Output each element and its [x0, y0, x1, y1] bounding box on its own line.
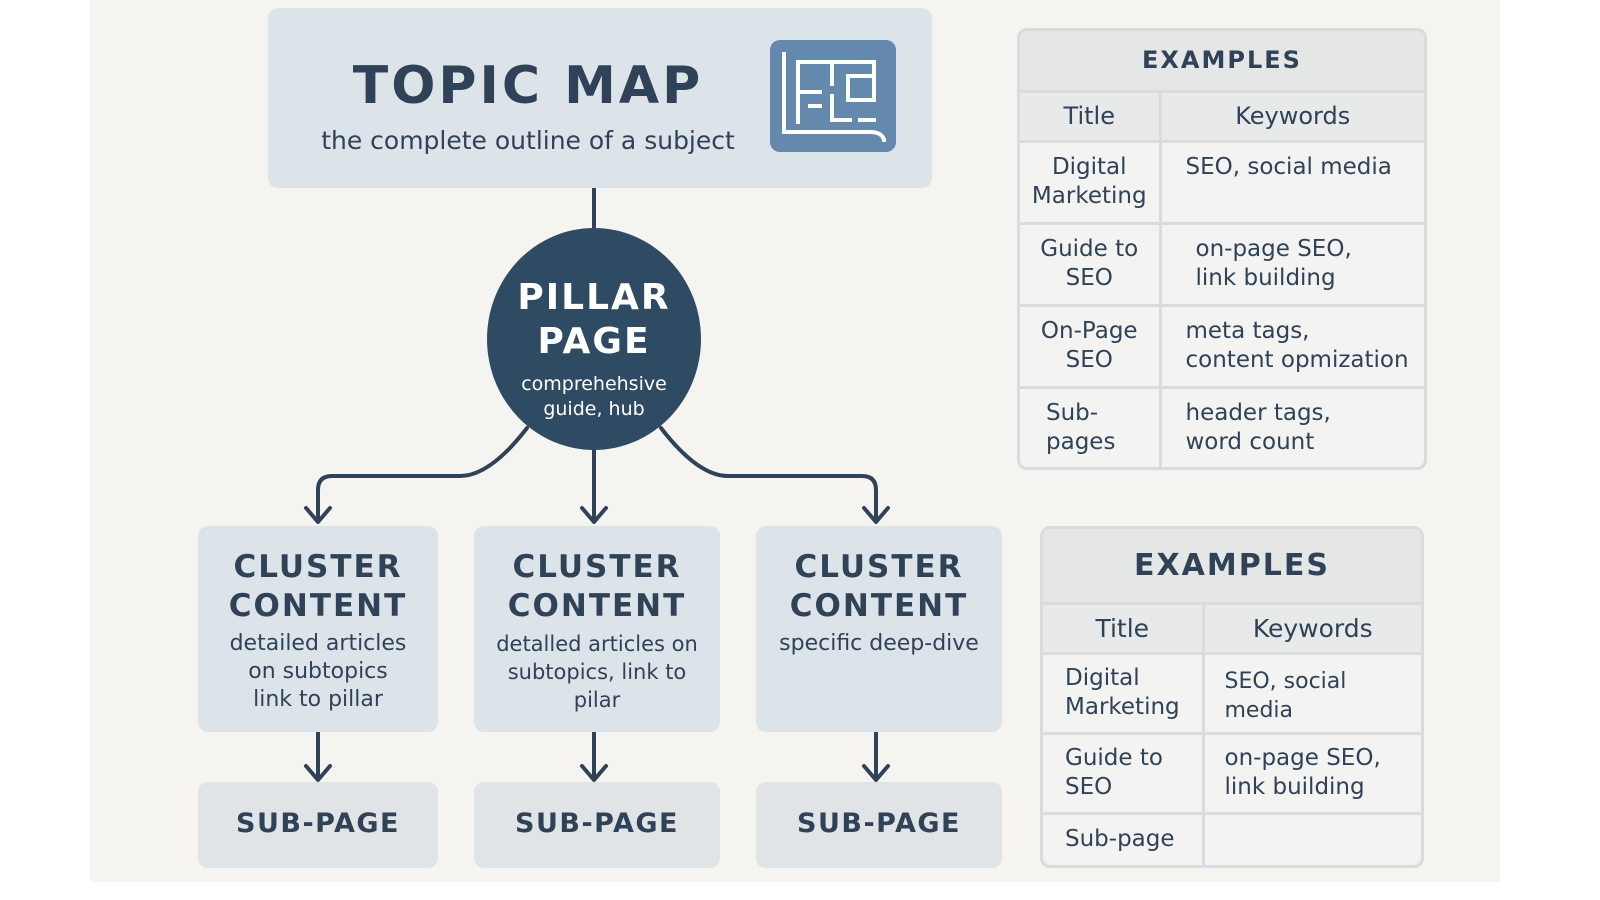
cell-keywords: header tags, word count: [1158, 385, 1424, 467]
cell-line: Marketing: [1031, 183, 1147, 209]
cell-line: link building: [1224, 774, 1365, 800]
cell-title: Sub- pages: [1020, 385, 1162, 467]
cell-line: header tags,: [1185, 399, 1331, 426]
cell-keywords: meta tags, content opmization: [1158, 303, 1424, 389]
pillar-description: comprehehsive guide, hub: [487, 372, 701, 422]
cluster-title-line-2: CONTENT: [789, 588, 969, 624]
cell-line: on-page SEO,: [1195, 236, 1352, 262]
cell-title: Guide to SEO: [1043, 731, 1205, 815]
topic-map-box: TOPIC MAP the complete outline of a subj…: [268, 8, 932, 188]
cluster-desc-line: subtopics, link to pilar: [507, 660, 687, 712]
cell-line: Sub-: [1046, 399, 1099, 426]
cell-title: Guide to SEO: [1020, 221, 1162, 307]
cluster-title: CLUSTER CONTENT: [474, 548, 720, 626]
cluster-description: detailed articles on subtopics link to p…: [206, 630, 430, 714]
cell-line: content opmization: [1185, 347, 1409, 373]
examples-heading: EXAMPLES: [1020, 31, 1424, 93]
cluster-title-line-2: CONTENT: [507, 588, 687, 624]
arrowhead-cluster-3: [862, 506, 890, 524]
pillar-desc-line-1: comprehehsive: [521, 373, 667, 395]
sub-page-label: SUB-PAGE: [236, 808, 400, 839]
connector-pillar-cluster-1: [316, 426, 529, 522]
cell-line: SEO, social media: [1185, 153, 1392, 180]
arrowhead-cluster-2: [580, 506, 608, 524]
cluster-content-box-1: CLUSTER CONTENT detailed articles on sub…: [198, 526, 438, 732]
cell-line: SEO, social media: [1224, 668, 1347, 723]
cluster-content-box-2: CLUSTER CONTENT detalled articles on sub…: [474, 526, 720, 732]
cluster-title: CLUSTER CONTENT: [198, 548, 438, 626]
cell-line: pages: [1046, 428, 1116, 455]
examples-heading: EXAMPLES: [1043, 529, 1421, 605]
topic-map-title: TOPIC MAP: [352, 56, 704, 116]
table-row: On-Page SEO meta tags, content opmizatio…: [1020, 303, 1424, 389]
cell-line: meta tags,: [1185, 318, 1310, 344]
cluster-desc-line: detalled articles on: [496, 632, 698, 656]
table-row: Digital Marketing SEO, social media: [1020, 139, 1424, 225]
pillar-title-line-1: PILLAR: [517, 277, 671, 318]
pillar-title-line-2: PAGE: [537, 321, 651, 362]
cell-title: Digital Marketing: [1020, 139, 1162, 225]
table-row: Digital Marketing SEO, social media: [1043, 651, 1421, 735]
cluster-title-line-1: CLUSTER: [512, 549, 682, 585]
cluster-content-box-3: CLUSTER CONTENT specific deep-dive: [756, 526, 1002, 732]
arrowhead-subpage-1: [304, 764, 332, 782]
cell-line: SEO: [1065, 265, 1113, 291]
pillar-title: PILLAR PAGE: [487, 276, 701, 364]
column-header-title: Title: [1020, 89, 1162, 143]
cell-keywords: on-page SEO, link building: [1158, 221, 1424, 307]
column-header-keywords: Keywords: [1201, 601, 1421, 655]
cluster-desc-line: detailed articles: [229, 631, 407, 656]
cell-line: SEO: [1065, 774, 1113, 800]
connector-pillar-cluster-3: [659, 426, 878, 522]
sub-page-label: SUB-PAGE: [797, 808, 961, 839]
arrowhead-cluster-1: [304, 506, 332, 524]
cell-line: on-page SEO,: [1224, 745, 1381, 771]
cluster-title-line-1: CLUSTER: [233, 549, 403, 585]
cell-line: Digital: [1065, 665, 1140, 691]
cluster-title: CLUSTER CONTENT: [756, 548, 1002, 626]
examples-table-top: EXAMPLES Title Keywords Digital Marketin…: [1017, 28, 1427, 470]
table-row: Guide to SEO on-page SEO, link building: [1043, 731, 1421, 815]
cell-line: On-Page: [1040, 318, 1138, 344]
cell-keywords: SEO, social media: [1201, 651, 1421, 735]
cluster-desc-line: on subtopics: [248, 659, 388, 684]
cell-line: word count: [1185, 428, 1315, 455]
pillar-page-node: PILLAR PAGE comprehehsive guide, hub: [487, 228, 701, 450]
examples-table-bottom: EXAMPLES Title Keywords Digital Marketin…: [1040, 526, 1424, 868]
cluster-desc-line: specific deep-dive: [779, 631, 979, 656]
sub-page-box-2: SUB-PAGE: [474, 782, 720, 868]
cell-title: Sub-page: [1043, 811, 1205, 865]
cell-line: Guide to: [1065, 745, 1163, 771]
sub-page-label: SUB-PAGE: [515, 808, 679, 839]
cluster-title-line-2: CONTENT: [228, 588, 408, 624]
cell-keywords: SEO, social media: [1158, 139, 1424, 225]
arrowhead-subpage-2: [580, 764, 608, 782]
cell-line: Marketing: [1065, 694, 1180, 720]
column-header-keywords: Keywords: [1158, 89, 1424, 143]
table-row: Sub-page: [1043, 811, 1421, 865]
cell-title: Digital Marketing: [1043, 651, 1205, 735]
cluster-desc-line: link to pillar: [253, 687, 383, 712]
cell-line: SEO: [1065, 347, 1113, 373]
table-row: Sub- pages header tags, word count: [1020, 385, 1424, 467]
pillar-desc-line-2: guide, hub: [543, 398, 645, 420]
column-header-title: Title: [1043, 601, 1205, 655]
sub-page-box-1: SUB-PAGE: [198, 782, 438, 868]
cell-keywords: on-page SEO, link building: [1201, 731, 1421, 815]
table-row: Guide to SEO on-page SEO, link building: [1020, 221, 1424, 307]
topic-map-subtitle: the complete outline of a subject: [321, 126, 735, 155]
cell-line: Sub-page: [1065, 826, 1175, 853]
cell-line: link building: [1195, 265, 1336, 291]
floor-plan-icon: [770, 40, 896, 152]
cell-line: Digital: [1051, 154, 1127, 180]
arrowhead-subpage-3: [862, 764, 890, 782]
cell-keywords: [1201, 811, 1421, 865]
cluster-title-line-1: CLUSTER: [794, 549, 964, 585]
cluster-description: detalled articles on subtopics, link to …: [482, 630, 712, 714]
sub-page-box-3: SUB-PAGE: [756, 782, 1002, 868]
cluster-description: specific deep-dive: [764, 630, 994, 658]
cell-title: On-Page SEO: [1020, 303, 1162, 389]
cell-line: Guide to: [1040, 236, 1139, 262]
